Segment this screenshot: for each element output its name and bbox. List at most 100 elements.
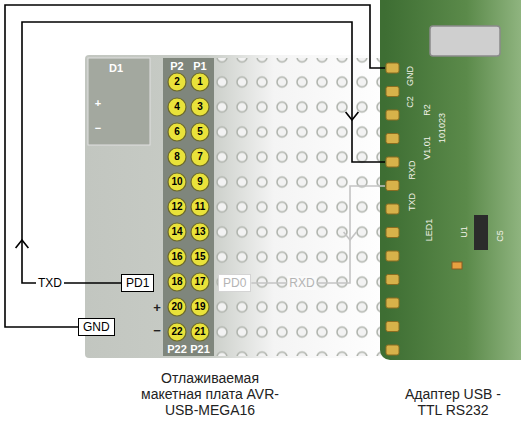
board-marking: + <box>95 98 101 109</box>
pin-pad <box>191 98 209 116</box>
silkscreen-label: 101023 <box>438 113 447 143</box>
adapter-pins <box>386 63 399 355</box>
pin-pad <box>168 148 186 166</box>
header-pin <box>386 157 399 167</box>
signal-label: RXD <box>287 276 316 290</box>
pin-number: 13 <box>194 227 205 237</box>
board-marking: D1 <box>109 63 123 74</box>
pin-pad <box>191 123 209 141</box>
pin-number: 9 <box>197 177 203 187</box>
header-pin <box>386 345 399 355</box>
pin-number: 17 <box>194 277 205 287</box>
silkscreen-label: TXD <box>408 193 417 211</box>
board-node: Отлаживаемая макетная плата AVR-USB-MEGA… <box>85 50 335 418</box>
pin-pad <box>191 73 209 91</box>
signal-box: PD1 <box>121 274 154 292</box>
pin-number: 15 <box>194 252 205 262</box>
pin-number: 7 <box>197 152 203 162</box>
chip <box>474 215 488 250</box>
pin-pad <box>191 298 209 316</box>
arrowhead <box>16 240 29 248</box>
signal-name: PD1 <box>126 276 149 290</box>
pin-pads <box>168 73 209 341</box>
wire-line <box>251 186 385 283</box>
pin-number: 20 <box>171 302 182 312</box>
header-pin <box>386 110 399 120</box>
silkscreen-label: C2 <box>406 96 415 108</box>
pin-pad <box>168 173 186 191</box>
silkscreen-label: RXD <box>408 160 417 179</box>
pin-number: 22 <box>171 327 182 337</box>
header-pin <box>386 87 399 97</box>
pin-number: 6 <box>174 127 180 137</box>
header-label: P1 <box>193 61 206 72</box>
pin-number: 2 <box>174 77 180 87</box>
wire-connector <box>16 22 385 283</box>
silkscreen-label: R2 <box>423 104 432 116</box>
board-caption: Адаптер USB - TTL RS232 <box>398 386 508 418</box>
usb-connector <box>430 26 500 56</box>
pin-number: 4 <box>174 102 180 112</box>
silkscreen-label: C5 <box>496 230 505 242</box>
adapter-pcb <box>380 0 521 360</box>
signal-label: TXD <box>36 276 64 290</box>
pin-pad <box>168 123 186 141</box>
header-pin <box>386 63 399 73</box>
header-pin <box>386 228 399 238</box>
breadboard <box>85 55 390 358</box>
polarity-mark: + <box>153 301 161 314</box>
signal-name: GND <box>83 320 110 334</box>
pin-number: 11 <box>195 202 206 212</box>
wire-connector <box>251 186 385 283</box>
pin-number: 8 <box>174 152 180 162</box>
header-pin <box>386 275 399 285</box>
wire-connector <box>5 5 385 327</box>
pin-header-strip <box>163 58 214 356</box>
pin-pad <box>191 198 209 216</box>
pin-pad <box>191 273 209 291</box>
polarity-mark: − <box>153 324 161 337</box>
silkscreen-label: GND <box>406 66 415 86</box>
header-pin <box>386 322 399 332</box>
board-marking: − <box>95 123 101 134</box>
pin-pad <box>168 323 186 341</box>
ground-box: GND <box>78 318 115 336</box>
adapter-node: Адаптер USB - TTL RS232 <box>385 0 521 418</box>
pin-pad <box>191 223 209 241</box>
wire-line <box>22 22 385 283</box>
pin-number: 21 <box>194 327 205 337</box>
pin-number: 16 <box>171 252 182 262</box>
pin-pad <box>168 248 186 266</box>
silkscreen-label: LED1 <box>425 219 434 242</box>
component-area <box>88 58 150 145</box>
wire-line <box>5 5 385 327</box>
header-pin <box>386 204 399 214</box>
pin-pad <box>168 73 186 91</box>
signal-box-grey: PD0 <box>218 274 251 292</box>
header-pin <box>386 251 399 261</box>
pin-number: 19 <box>194 302 205 312</box>
pin-number: 14 <box>171 227 182 237</box>
pin-pad <box>191 323 209 341</box>
pin-pad <box>168 273 186 291</box>
header-pin <box>386 298 399 308</box>
pin-pad <box>168 98 186 116</box>
header-label: P2 <box>170 61 183 72</box>
header-pin <box>386 134 399 144</box>
pin-pad <box>191 248 209 266</box>
hole-grid <box>212 58 387 356</box>
pin-number: 10 <box>171 177 182 187</box>
pin-pad <box>168 198 186 216</box>
header-label: P21 <box>190 344 210 355</box>
pin-pad <box>168 298 186 316</box>
silkscreen-label: U1 <box>460 226 469 238</box>
silkscreen-label: V1.01 <box>423 136 432 160</box>
pin-number: 3 <box>197 102 203 112</box>
pin-pad <box>191 148 209 166</box>
signal-name: PD0 <box>223 276 246 290</box>
header-pin <box>386 181 399 191</box>
arrowhead <box>344 232 357 240</box>
